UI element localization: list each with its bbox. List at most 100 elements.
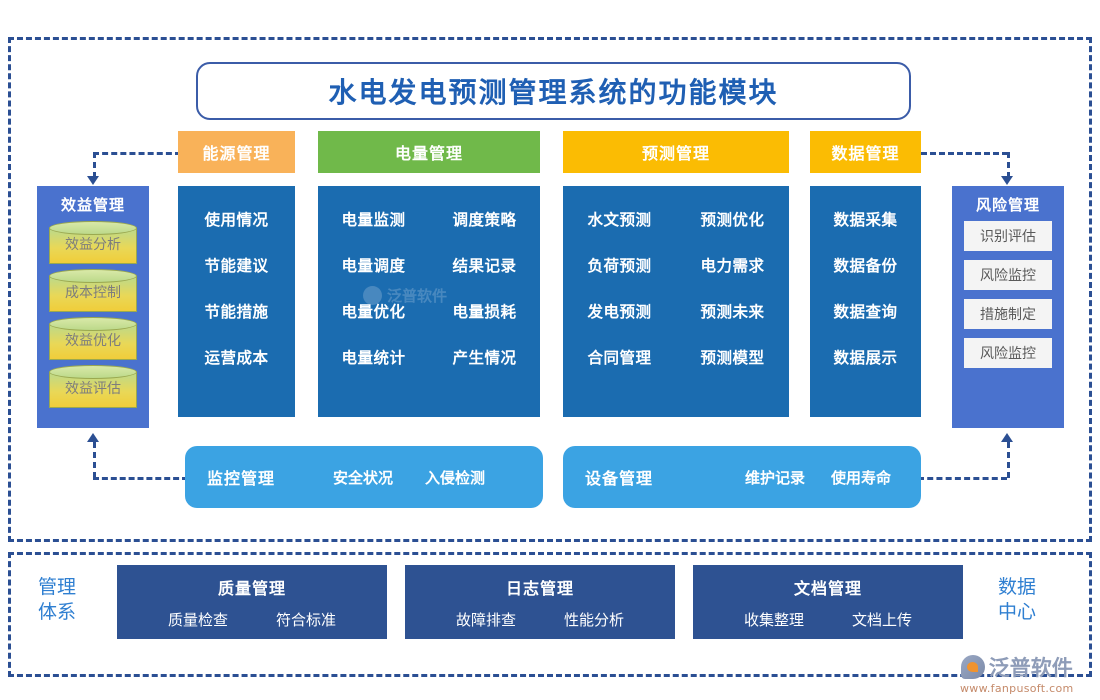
connector-right-horizontal <box>921 152 1008 155</box>
panel-item[interactable]: 数据采集 <box>833 211 898 229</box>
card-item[interactable]: 符合标准 <box>276 610 337 629</box>
arrow-up-right-icon <box>1001 433 1013 442</box>
tab-label: 能源管理 <box>202 144 271 163</box>
tab-label: 电量管理 <box>394 144 463 163</box>
band-label-line1: 数据 <box>997 576 1036 598</box>
cylinder-top-icon <box>49 317 137 331</box>
card-title: 文档管理 <box>793 578 862 598</box>
panel-item[interactable]: 电量损耗 <box>452 303 517 321</box>
benefit-item-label: 效益优化 <box>65 333 121 349</box>
risk-item[interactable]: 风险监控 <box>964 338 1052 368</box>
panel-item[interactable]: 电量统计 <box>341 349 406 367</box>
panel-item[interactable]: 电力需求 <box>700 257 765 275</box>
monitor-management-row: 监控管理 安全状况 入侵检测 <box>185 446 543 508</box>
panel-item[interactable]: 结果记录 <box>452 257 517 275</box>
tab-label: 数据管理 <box>831 144 900 163</box>
band-label-line2: 中心 <box>997 601 1036 623</box>
tab-energy-management[interactable]: 能源管理 <box>178 131 295 173</box>
risk-item[interactable]: 识别评估 <box>964 221 1052 251</box>
card-document-management: 文档管理 收集整理 文档上传 <box>693 565 963 639</box>
band-label-line1: 管理 <box>37 576 76 598</box>
benefit-cylinder[interactable]: 效益优化 <box>49 317 137 361</box>
monitor-item[interactable]: 入侵检测 <box>425 468 486 487</box>
device-management-row: 设备管理 维护记录 使用寿命 <box>563 446 921 508</box>
risk-item[interactable]: 措施制定 <box>964 299 1052 329</box>
benefit-item-label: 成本控制 <box>65 285 121 301</box>
benefit-cylinder[interactable]: 效益评估 <box>49 365 137 409</box>
arrow-up-left-icon <box>87 433 99 442</box>
benefit-item-label: 效益评估 <box>65 381 121 397</box>
panel-item[interactable]: 产生情况 <box>452 349 517 367</box>
device-item[interactable]: 使用寿命 <box>831 468 892 487</box>
risk-management-title: 风险管理 <box>975 196 1040 214</box>
panel-item[interactable]: 电量调度 <box>341 257 406 275</box>
cylinder-top-icon <box>49 269 137 283</box>
card-item[interactable]: 收集整理 <box>743 610 804 629</box>
connector-left-vertical <box>93 152 96 178</box>
panel-item[interactable]: 调度策略 <box>452 211 517 229</box>
card-item[interactable]: 故障排查 <box>455 610 516 629</box>
arrow-down-right-icon <box>1001 176 1013 185</box>
benefit-cylinder[interactable]: 成本控制 <box>49 269 137 313</box>
cylinder-top-icon <box>49 365 137 379</box>
panel-item[interactable]: 预测模型 <box>700 349 765 367</box>
panel-item[interactable]: 负荷预测 <box>587 257 652 275</box>
tab-power-management[interactable]: 电量管理 <box>318 131 540 173</box>
benefit-item-label: 效益分析 <box>65 237 121 253</box>
tab-label: 预测管理 <box>641 144 710 163</box>
card-quality-management: 质量管理 质量检查 符合标准 <box>117 565 387 639</box>
panel-item[interactable]: 节能建议 <box>204 257 269 275</box>
benefit-cylinder[interactable]: 效益分析 <box>49 221 137 265</box>
panel-item[interactable]: 合同管理 <box>587 349 652 367</box>
benefit-management-title: 效益管理 <box>60 196 125 214</box>
panel-item[interactable]: 数据查询 <box>833 303 898 321</box>
panel-item[interactable]: 预测优化 <box>700 211 765 229</box>
outer-frame-bottom <box>8 552 1092 677</box>
outer-frame-top <box>8 37 1092 542</box>
card-log-management: 日志管理 故障排查 性能分析 <box>405 565 675 639</box>
logo-name: 泛普软件 <box>988 656 1073 680</box>
connector-bottom-left-vertical <box>93 442 96 478</box>
panel-item[interactable]: 使用情况 <box>204 211 269 229</box>
cylinder-top-icon <box>49 221 137 235</box>
monitor-item[interactable]: 安全状况 <box>333 468 394 487</box>
card-item[interactable]: 质量检查 <box>167 610 228 629</box>
panel-item[interactable]: 电量优化 <box>341 303 406 321</box>
diagram-title-box: 水电发电预测管理系统的功能模块 <box>196 62 911 120</box>
tab-data-management[interactable]: 数据管理 <box>810 131 921 173</box>
card-title: 日志管理 <box>505 578 574 598</box>
tab-forecast-management[interactable]: 预测管理 <box>563 131 789 173</box>
panel-data-management: 数据采集 数据备份 数据查询 数据展示 <box>810 186 921 417</box>
page-title: 水电发电预测管理系统的功能模块 <box>328 76 779 109</box>
monitor-management-title: 监控管理 <box>207 469 276 488</box>
panel-item[interactable]: 水文预测 <box>587 211 652 229</box>
panel-item[interactable]: 运营成本 <box>204 349 269 367</box>
panel-item[interactable]: 预测未来 <box>700 303 765 321</box>
risk-item[interactable]: 风险监控 <box>964 260 1052 290</box>
card-item[interactable]: 性能分析 <box>564 610 625 629</box>
connector-left-horizontal <box>93 152 181 155</box>
band-label-management-system: 管理 体系 <box>30 575 84 625</box>
panel-item[interactable]: 电量监测 <box>341 211 406 229</box>
band-label-data-center: 数据 中心 <box>990 575 1044 625</box>
panel-forecast-management: 水文预测 预测优化 负荷预测 电力需求 发电预测 预测未来 合同管理 预测模型 <box>563 186 789 417</box>
connector-bottom-right-horizontal <box>918 477 1007 480</box>
panel-item[interactable]: 发电预测 <box>587 303 652 321</box>
device-item[interactable]: 维护记录 <box>745 468 806 487</box>
panel-item[interactable]: 数据展示 <box>833 349 898 367</box>
card-item[interactable]: 文档上传 <box>852 610 913 629</box>
band-label-line2: 体系 <box>37 601 76 623</box>
panel-power-management: 电量监测 调度策略 电量调度 结果记录 电量优化 电量损耗 电量统计 产生情况 <box>318 186 540 417</box>
logo-swoosh-icon <box>960 655 985 679</box>
brand-logo: 泛普软件 www.fanpusoft.com <box>960 652 1074 695</box>
device-management-title: 设备管理 <box>585 469 654 488</box>
connector-bottom-left-horizontal <box>93 477 188 480</box>
panel-energy-management: 使用情况 节能建议 节能措施 运营成本 <box>178 186 295 417</box>
panel-item[interactable]: 数据备份 <box>833 257 898 275</box>
panel-item[interactable]: 节能措施 <box>204 303 269 321</box>
connector-right-vertical <box>1007 152 1010 178</box>
arrow-down-left-icon <box>87 176 99 185</box>
risk-management-box: 风险管理 识别评估 风险监控 措施制定 风险监控 <box>952 186 1064 428</box>
logo-url: www.fanpusoft.com <box>960 682 1074 695</box>
